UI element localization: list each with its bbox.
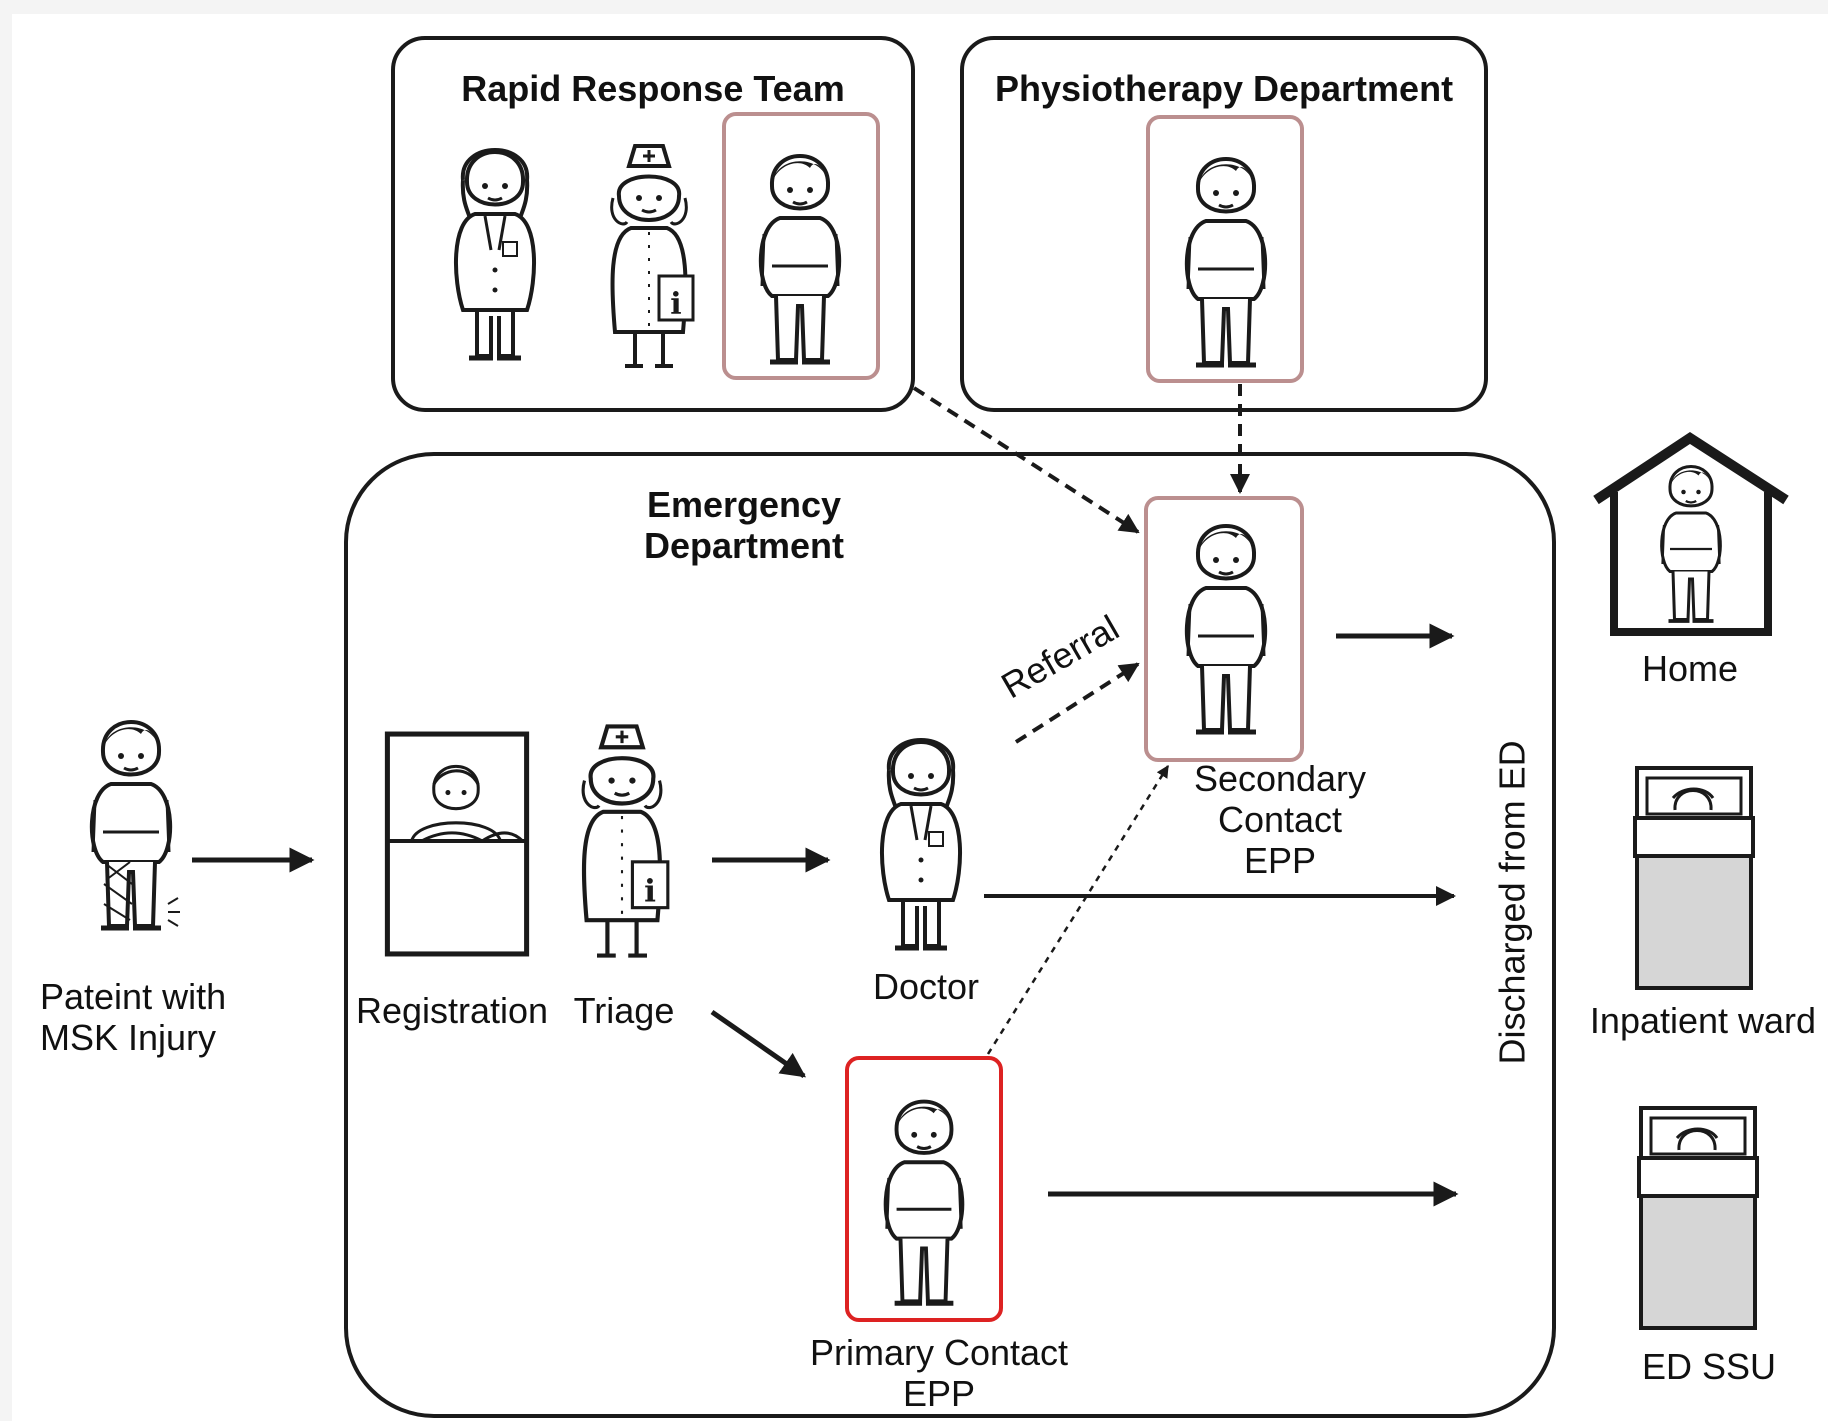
rapid-response-epp-highlight <box>722 112 880 380</box>
discharged-from-ed-label: Discharged from ED <box>1491 740 1533 1065</box>
registration-desk-icon <box>387 734 526 954</box>
ed-ssu-label: ED SSU <box>1641 1346 1777 1387</box>
emergency-department-box <box>344 452 1556 1418</box>
physiotherapy-department-box <box>960 36 1488 412</box>
referral-arrow <box>1014 662 1140 744</box>
rapid-response-team-box <box>391 36 915 412</box>
doctor-label: Doctor <box>872 966 980 1007</box>
house-icon <box>1593 432 1789 636</box>
triage-to-primary-epp-arrow <box>710 1009 807 1079</box>
injured-patient-icon <box>92 722 180 928</box>
inpatient-bed-icon <box>1635 768 1753 988</box>
primary-epp-highlight <box>845 1056 1003 1322</box>
rapid-response-team-title: Rapid Response Team <box>461 68 845 109</box>
triage-label: Triage <box>573 990 675 1031</box>
physio-epp-highlight <box>1146 115 1304 383</box>
emergency-department-title: Emergency Department <box>643 484 845 566</box>
inpatient-ward-label: Inpatient ward <box>1589 1000 1817 1041</box>
secondary-epp-highlight <box>1144 496 1304 762</box>
primary-contact-epp-label: Primary Contact EPP <box>809 1332 1069 1414</box>
primary-to-secondary-arrow <box>986 764 1170 1055</box>
rapid-response-to-secondary-arrow <box>912 386 1140 534</box>
ed-ssu-bed-icon <box>1639 1108 1757 1328</box>
registration-label: Registration <box>355 990 549 1031</box>
patient-label: Pateint with MSK Injury <box>40 976 227 1058</box>
physiotherapy-department-title: Physiotherapy Department <box>994 68 1454 109</box>
home-label: Home <box>1641 648 1739 689</box>
secondary-contact-epp-label: Secondary Contact EPP <box>1193 758 1367 881</box>
